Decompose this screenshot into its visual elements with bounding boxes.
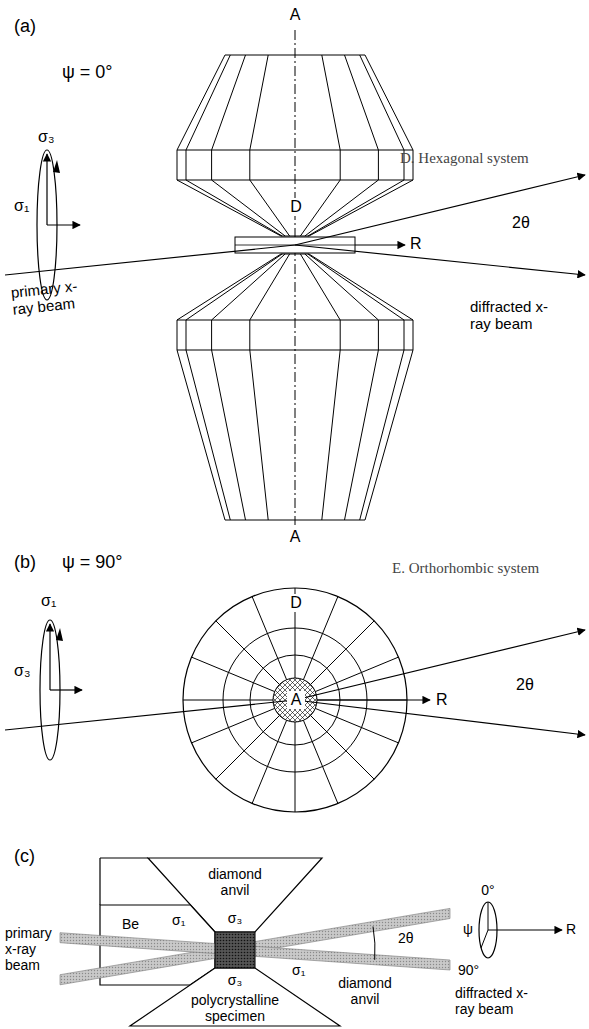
axis-label: A — [287, 6, 303, 24]
panel-label: (c) — [14, 846, 35, 867]
diamond-anvil — [130, 968, 340, 1026]
primary-beam — [5, 245, 295, 275]
direction-label: R — [436, 691, 448, 709]
stress-label: σ₃ — [225, 972, 245, 988]
angle-label: 0° — [480, 882, 496, 898]
direction-arrow — [355, 244, 405, 245]
diamond-anvil — [148, 858, 322, 932]
stress-arrow — [50, 689, 82, 690]
diffracted-beam — [295, 630, 585, 700]
stress-label: σ₁ — [172, 912, 185, 928]
lower-anvil — [177, 254, 413, 520]
specimen-top-view — [273, 678, 317, 722]
rotation-arrowhead — [56, 628, 63, 641]
stress-label: σ₃ — [14, 662, 30, 680]
part-label: diamond anvil — [335, 975, 395, 1007]
upper-anvil — [177, 55, 413, 236]
angle-label: 2θ — [512, 214, 530, 232]
angle-arc — [373, 927, 375, 960]
direction-label: R — [410, 235, 422, 253]
direction-label: R — [566, 921, 576, 937]
angle-label: 2θ — [398, 930, 414, 946]
anvil-axis — [295, 30, 296, 525]
section-heading: D. Hexagonal system — [400, 150, 529, 167]
diffracted-beam — [295, 175, 585, 245]
stress-arrow — [47, 224, 80, 225]
angle-label: ψ = 90° — [62, 552, 123, 573]
direction-label: D — [287, 594, 305, 612]
panel-label: (b) — [14, 552, 36, 573]
anvil-seat — [100, 858, 148, 905]
stress-arrow — [46, 154, 47, 225]
part-label: diamond anvil — [205, 866, 265, 898]
beam-label: diffracted x-ray beam — [455, 985, 535, 1017]
stress-label: σ₃ — [38, 128, 54, 146]
part-label: polycrystalline specimen — [180, 992, 290, 1024]
primary-beam — [5, 700, 295, 730]
beam-label: primary x-ray beam — [10, 275, 95, 318]
direction-arrow — [488, 929, 562, 930]
x-ray-band — [60, 933, 450, 970]
axis-label: A — [287, 528, 303, 546]
diffracted-beam — [295, 245, 585, 275]
part-label: Be — [122, 916, 139, 932]
stress-label: σ₁ — [14, 197, 29, 215]
x-ray-band — [60, 908, 450, 984]
direction-label: D — [287, 198, 305, 216]
angle-label: ψ — [463, 921, 473, 937]
stress-label: σ₁ — [292, 962, 305, 978]
direction-arrow — [317, 699, 430, 700]
angle-label: 2θ — [516, 676, 534, 694]
stress-arrow — [49, 624, 50, 690]
panel-label: (a) — [14, 16, 36, 37]
beam-label: primary x-ray beam — [5, 925, 61, 973]
rotation-arrowhead — [53, 160, 60, 173]
psi-marks — [481, 902, 488, 948]
stress-label: σ₁ — [41, 592, 56, 610]
stress-label: σ₃ — [225, 910, 245, 926]
section-heading: E. Orthorhombic system — [392, 560, 539, 577]
beam-label: diffracted x-ray beam — [470, 298, 552, 333]
angle-label: 90° — [458, 962, 479, 978]
specimen — [215, 932, 255, 968]
angle-label: ψ = 0° — [62, 62, 113, 83]
axis-label: A — [287, 691, 305, 709]
